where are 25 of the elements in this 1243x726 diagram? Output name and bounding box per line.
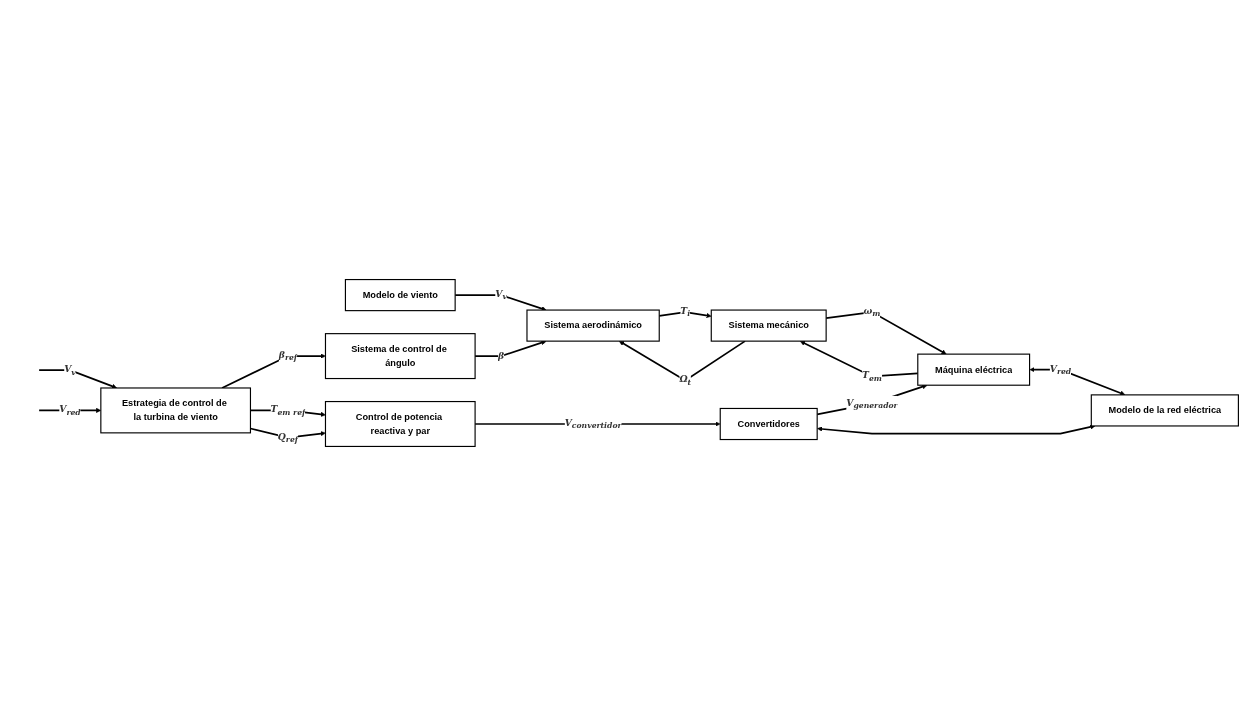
edge-label: ω$_{m}$ bbox=[863, 305, 881, 319]
edge-label: Ω$_{t}$ bbox=[679, 373, 692, 387]
edge-label: β bbox=[497, 350, 505, 362]
node-box: Modelo de viento bbox=[344, 279, 456, 312]
node-box: Estrategia de control de la turbina de viento bbox=[100, 387, 252, 434]
node-box: Sistema mecánico bbox=[710, 309, 827, 342]
node-box: Sistema aerodinámico bbox=[526, 309, 660, 342]
arrow bbox=[817, 424, 1096, 435]
edge-label: V$_{v}$ bbox=[64, 363, 76, 377]
arrow bbox=[38, 369, 117, 389]
edge-label: Q$_{ref}$ bbox=[277, 430, 299, 444]
edge-label: V$_{convertidor}$ bbox=[564, 417, 622, 431]
node-box: Sistema de control de ángulo bbox=[324, 333, 476, 380]
edge-label: T$_{em ref}$ bbox=[270, 403, 306, 417]
edge-label: V$_{red}$ bbox=[1049, 363, 1072, 376]
node-box: Convertidores bbox=[719, 407, 818, 441]
edge-label: V$_{v}$ bbox=[495, 288, 507, 302]
edge-label: V$_{generador}$ bbox=[846, 396, 898, 410]
node-box: Control de potencia reactiva y par bbox=[324, 400, 476, 447]
edge-label: V$_{red}$ bbox=[59, 403, 81, 417]
edge-label: T$_{em}$ bbox=[862, 369, 882, 383]
node-box: Máquina eléctrica bbox=[917, 353, 1031, 386]
edge-label: T$_{i}$ bbox=[680, 305, 691, 319]
edge-label: β$_{ref}$ bbox=[278, 349, 298, 363]
node-box: Modelo de la red eléctrica bbox=[1090, 394, 1239, 427]
